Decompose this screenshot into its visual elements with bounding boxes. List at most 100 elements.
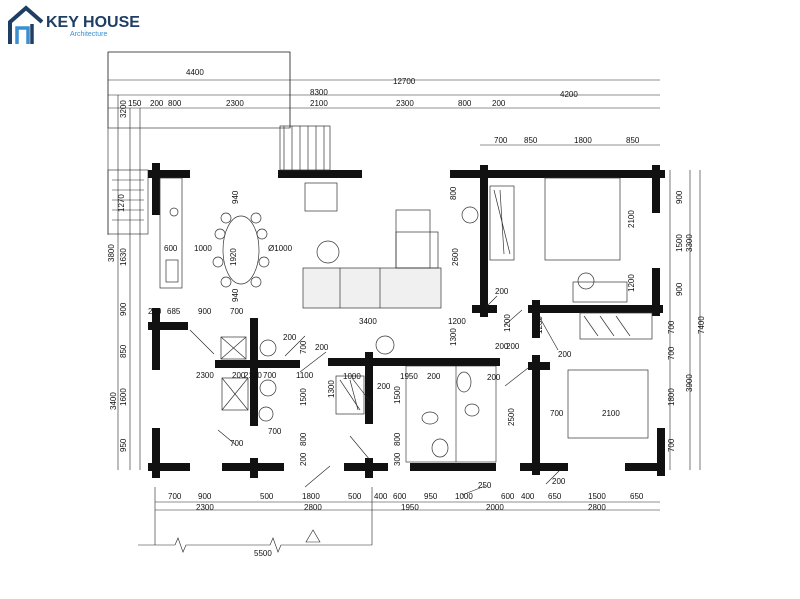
- dim-top-c-7: 200: [492, 99, 506, 108]
- dim-int-44: 200: [552, 477, 566, 486]
- house-logo-icon: [8, 5, 44, 44]
- dim-left-7: 1600: [119, 388, 128, 406]
- dim-int-37: 200: [506, 342, 520, 351]
- dim-right-0: 900: [675, 190, 684, 204]
- dim-bottom-a-8: 1000: [455, 492, 473, 501]
- dim-int-47: 700: [268, 427, 282, 436]
- dim-left-2: 3800: [107, 244, 116, 262]
- dim-int-25: 1000: [343, 372, 361, 381]
- dim-top-c-6: 800: [458, 99, 472, 108]
- dim-int-48: 2100: [244, 371, 262, 380]
- dim-bottom-overall: 5500: [254, 549, 272, 558]
- dim-right-9: 1800: [667, 388, 676, 406]
- dim-int-46: 200: [558, 350, 572, 359]
- dim-left-8: 950: [119, 438, 128, 452]
- dim-int-23: 1200: [448, 317, 466, 326]
- dim-right-6: 700: [667, 320, 676, 334]
- dim-top-r-2: 1800: [574, 136, 592, 145]
- dim-right-10: 700: [667, 438, 676, 452]
- dim-int-35: 200: [487, 373, 501, 382]
- dim-int-14: 200: [232, 371, 246, 380]
- dim-int-4: Ø1000: [268, 244, 293, 253]
- dim-int-41: 1200: [503, 314, 512, 332]
- dim-bottom-a-10: 400: [521, 492, 535, 501]
- bed-bottom: [567, 369, 649, 439]
- dim-top-overall: 12700: [393, 77, 416, 86]
- cabinet: [304, 182, 338, 212]
- dim-int-29: 1500: [393, 386, 402, 404]
- dim-int-5: 940: [231, 288, 240, 302]
- dim-int-28: 200: [427, 372, 441, 381]
- dim-left-1: 1270: [117, 194, 126, 212]
- dim-int-38: 800: [449, 186, 458, 200]
- dim-int-22: 3400: [359, 317, 377, 326]
- dim-top-b-1: 4200: [560, 90, 578, 99]
- dim-int-1: 600: [164, 244, 178, 253]
- furniture: [159, 125, 653, 458]
- dim-int-18: 1500: [299, 388, 308, 406]
- dim-int-20: 800: [299, 432, 308, 446]
- door-swings: [189, 295, 561, 496]
- dim-int-36: 200: [495, 342, 509, 351]
- dim-bottom-a-5: 400: [374, 492, 388, 501]
- sink: [165, 259, 179, 283]
- dim-bottom-a-7: 950: [424, 492, 438, 501]
- dim-bottom-a-6: 600: [393, 492, 407, 501]
- brand-logo: KEY HOUSE Architecture: [8, 5, 140, 44]
- dim-right-2: 3300: [685, 234, 694, 252]
- dim-int-34: 2100: [602, 409, 620, 418]
- dim-int-7: 685: [167, 307, 181, 316]
- staircase: [279, 125, 331, 171]
- plant: [461, 206, 479, 224]
- dim-right-3: 1200: [627, 274, 636, 292]
- dim-int-43: 250: [478, 481, 492, 490]
- dim-int-33: 700: [550, 409, 564, 418]
- dim-bottom-a-4: 500: [348, 492, 362, 501]
- kitchen-counter: [159, 177, 183, 289]
- dim-int-42: 200: [495, 287, 509, 296]
- dim-int-27: 1950: [400, 372, 418, 381]
- dim-int-0: 940: [231, 190, 240, 204]
- dim-int-21: 200: [299, 452, 308, 466]
- dim-int-3: 1920: [229, 248, 238, 266]
- dim-left-4: 900: [119, 302, 128, 316]
- dim-top-r-3: 850: [626, 136, 640, 145]
- dim-bottom-b-1: 2800: [304, 503, 322, 512]
- dim-int-24: 1300: [449, 328, 458, 346]
- dim-left-0: 3200: [119, 100, 128, 118]
- dim-left-3: 1630: [119, 248, 128, 266]
- dim-right-7: 700: [667, 346, 676, 360]
- dim-bottom-a-1: 900: [198, 492, 212, 501]
- dim-top-c-5: 2300: [396, 99, 414, 108]
- dim-top-c-3: 2300: [226, 99, 244, 108]
- dimension-labels: 4400 12700 8300 4200 150 200 800 2300 21…: [107, 68, 706, 558]
- dim-bottom-a-12: 1500: [588, 492, 606, 501]
- dim-top-c-4: 2100: [310, 99, 328, 108]
- dim-int-12: 200: [315, 343, 329, 352]
- dim-int-11: 700: [299, 340, 308, 354]
- dim-int-26: 200: [377, 382, 391, 391]
- dim-bottom-a-2: 500: [260, 492, 274, 501]
- terrace: [107, 51, 291, 235]
- dim-int-45: 1200: [535, 316, 544, 334]
- dim-bottom-b-4: 2800: [588, 503, 606, 512]
- dim-int-13: 2300: [196, 371, 214, 380]
- dim-int-30: 800: [393, 432, 402, 446]
- dim-top-a-0: 4400: [186, 68, 204, 77]
- dim-left-5: 850: [119, 344, 128, 358]
- dim-right-4: 900: [675, 282, 684, 296]
- dim-top-b-0: 8300: [310, 88, 328, 97]
- dim-int-31: 300: [393, 452, 402, 466]
- dim-bottom-a-3: 1800: [302, 492, 320, 501]
- dim-int-32: 2500: [507, 408, 516, 426]
- dim-bottom-a-11: 650: [548, 492, 562, 501]
- dim-int-40: 2100: [627, 210, 636, 228]
- brand-tagline: Architecture: [70, 31, 107, 38]
- dim-int-6: 200: [148, 307, 162, 316]
- dim-bottom-b-0: 2300: [196, 503, 214, 512]
- bed-top: [489, 177, 628, 303]
- dining-table: [212, 212, 270, 288]
- brand-name: KEY HOUSE: [46, 14, 140, 31]
- sofa: [302, 209, 442, 309]
